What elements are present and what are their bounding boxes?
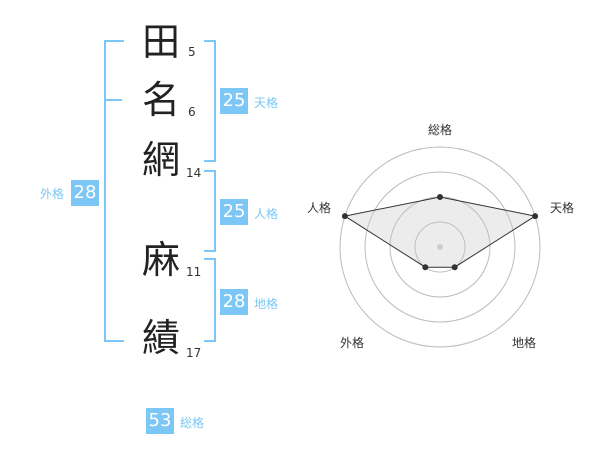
gaikaku-badge: 28 — [71, 180, 99, 206]
chikaku-label: 地格 — [254, 297, 279, 311]
gaikaku-bracket — [104, 40, 124, 342]
radar-label-soukaku: 総格 — [427, 123, 452, 137]
radar-label-tenkaku: 天格 — [549, 201, 574, 215]
soukaku-label: 総格 — [180, 416, 205, 430]
radar-point-soukaku — [437, 194, 443, 200]
jinkaku-badge: 25 — [220, 199, 248, 225]
surname-strokes-2: 6 — [188, 105, 196, 119]
radar-polygon — [343, 196, 537, 268]
surname-char-2: 名 — [142, 78, 181, 122]
chikaku-bracket — [204, 258, 216, 342]
radar-point-gaikaku — [422, 264, 429, 271]
gaikaku-label: 外格 — [40, 187, 65, 201]
surname-char-3: 網 — [142, 138, 181, 182]
radar-ring-3 — [364, 171, 516, 323]
gaikaku-bracket-tick — [104, 99, 122, 101]
given-strokes-1: 11 — [186, 265, 202, 279]
radar-point-jinkaku — [341, 213, 348, 220]
soukaku-badge: 53 — [146, 408, 174, 434]
radar-center-dot — [437, 244, 443, 250]
surname-strokes-1: 5 — [188, 45, 196, 59]
given-strokes-2: 17 — [186, 346, 202, 360]
surname-char-1: 田 — [142, 20, 181, 64]
surname-strokes-3: 14 — [186, 166, 202, 180]
radar-label-chikaku: 地格 — [511, 336, 536, 350]
tenkaku-bracket — [204, 40, 216, 162]
tenkaku-label: 天格 — [254, 96, 279, 110]
radar-ring-4 — [339, 146, 541, 348]
radar-ring-1 — [414, 221, 466, 273]
tenkaku-badge: 25 — [220, 88, 248, 114]
given-char-2: 績 — [142, 316, 181, 360]
radar-point-chikaku — [451, 264, 458, 271]
jinkaku-bracket — [204, 170, 216, 252]
radar-point-tenkaku — [532, 213, 539, 220]
jinkaku-label: 人格 — [254, 207, 279, 221]
chikaku-badge: 28 — [220, 289, 248, 315]
radar-label-gaikaku: 外格 — [339, 336, 364, 350]
radar-label-jinkaku: 人格 — [306, 201, 331, 215]
given-char-1: 麻 — [142, 238, 181, 282]
